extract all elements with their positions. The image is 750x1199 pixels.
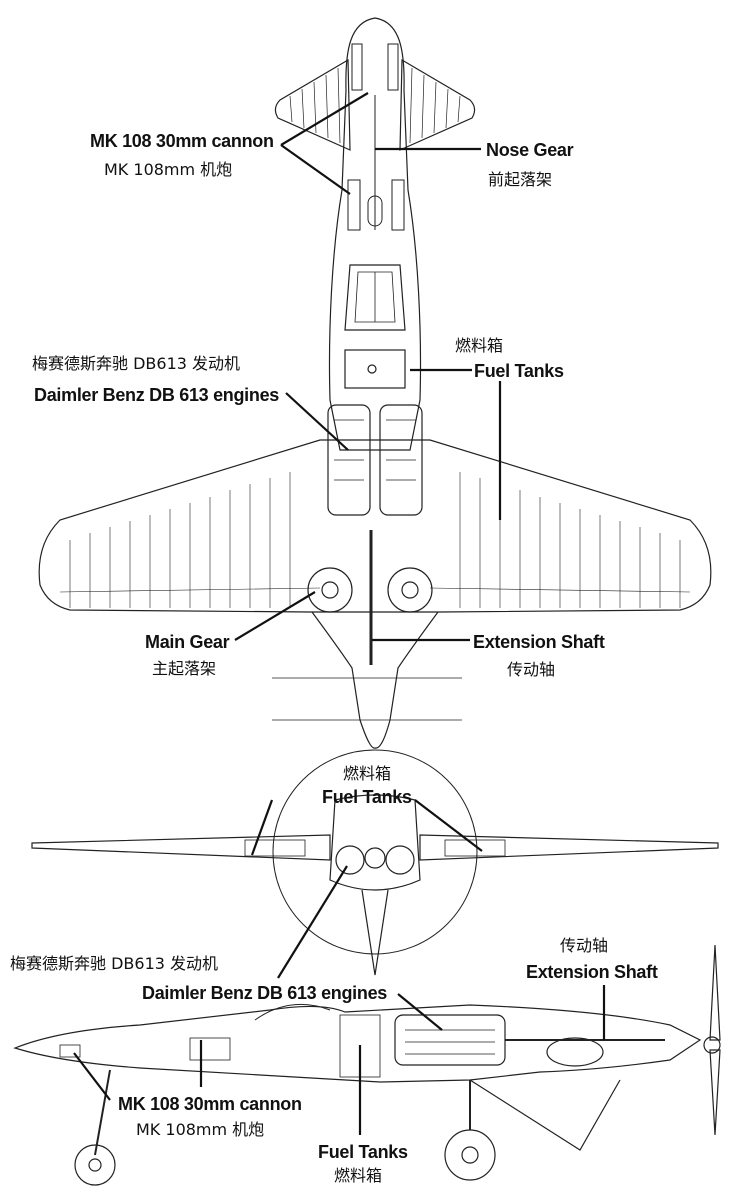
fuselage-top <box>328 17 422 451</box>
label-top-cannon-zh: MK 108mm 机炮 <box>104 160 233 179</box>
main-wing <box>38 439 712 613</box>
label-side-shaft-zh: 传动轴 <box>560 936 609 955</box>
label-shaft-en: Extension Shaft <box>473 632 605 652</box>
top-fuel-tank <box>344 349 406 389</box>
label-side-cannon-zh: MK 108mm 机炮 <box>136 1120 265 1139</box>
canard-wing <box>274 58 351 151</box>
label-top-engine-en: Daimler Benz DB 613 engines <box>34 385 279 405</box>
side-view <box>13 944 721 1186</box>
front-fuselage <box>329 794 421 891</box>
main-gear-left <box>307 567 353 613</box>
engine-left <box>327 404 371 516</box>
side-nose-wheel <box>74 1144 116 1186</box>
ventral-fin <box>469 1079 621 1151</box>
label-nose-gear-en: Nose Gear <box>486 140 574 160</box>
label-side-cannon-en: MK 108 30mm cannon <box>118 1094 302 1114</box>
label-main-gear-en: Main Gear <box>145 632 230 652</box>
propeller-disc <box>272 749 478 955</box>
propeller-blade <box>709 944 721 1041</box>
top-view <box>38 17 712 749</box>
label-top-fuel-zh: 燃料箱 <box>455 336 504 355</box>
label-front-fuel-en: Fuel Tanks <box>322 787 412 807</box>
label-nose-gear-zh: 前起落架 <box>488 170 553 189</box>
side-radiator <box>546 1037 604 1067</box>
label-top-engine-zh: 梅赛德斯奔驰 DB613 发动机 <box>32 354 241 373</box>
main-gear-right <box>387 567 433 613</box>
tail-cone <box>311 611 439 749</box>
side-main-wheel <box>444 1129 496 1181</box>
cockpit-canopy <box>344 264 406 331</box>
label-top-cannon-en: MK 108 30mm cannon <box>90 131 274 151</box>
cockpit-side <box>254 1003 331 1021</box>
side-engine <box>394 1014 506 1066</box>
front-view <box>31 749 719 976</box>
label-side-engine-en: Daimler Benz DB 613 engines <box>142 983 387 1003</box>
label-front-fuel-zh: 燃料箱 <box>343 764 392 783</box>
side-fuselage <box>13 1004 702 1083</box>
front-wing <box>31 834 331 861</box>
label-main-gear-zh: 主起落架 <box>152 659 217 678</box>
label-front-engine-zh: 梅赛德斯奔驰 DB613 发动机 <box>10 954 219 973</box>
leader-lines <box>73 92 606 1135</box>
label-top-fuel-en: Fuel Tanks <box>474 361 564 381</box>
engine-right <box>379 404 423 516</box>
label-shaft-zh: 传动轴 <box>507 660 556 679</box>
label-side-fuel-en: Fuel Tanks <box>318 1142 408 1162</box>
label-side-fuel-zh: 燃料箱 <box>334 1166 383 1185</box>
label-side-shaft-en: Extension Shaft <box>526 962 658 982</box>
